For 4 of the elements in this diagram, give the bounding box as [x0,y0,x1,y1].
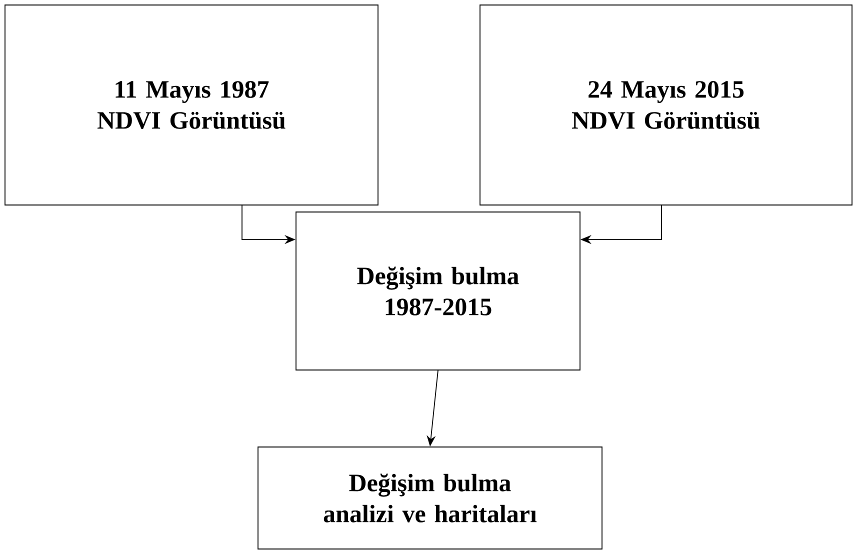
process-box: Değişim bulma analizi ve haritaları [258,446,602,550]
process-box: 24 Mayıs 2015 NDVI Görüntüsü [480,4,852,206]
process-box: 11 Mayıs 1987 NDVI Görüntüsü [4,4,378,206]
process-box: Değişim bulma 1987-2015 [296,212,580,370]
